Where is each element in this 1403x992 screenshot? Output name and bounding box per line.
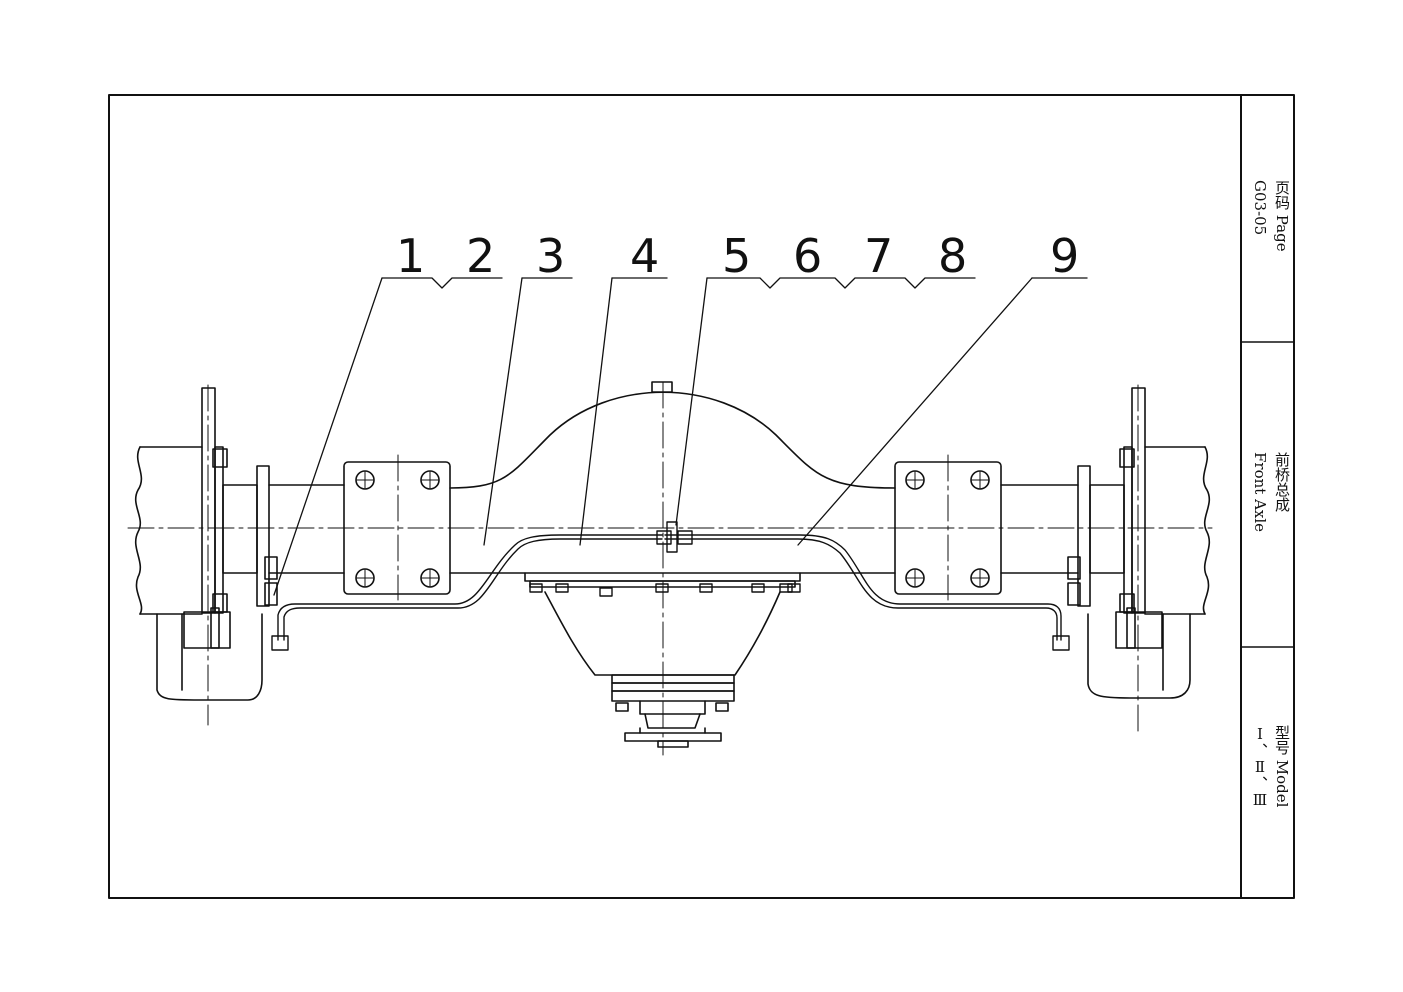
callout-2: 2 [466, 229, 495, 283]
callout-6: 6 [793, 229, 822, 283]
axle-housing [268, 391, 1079, 574]
title-block-name: 前桥总成 Front Axle [1249, 452, 1293, 532]
callout-9: 9 [1050, 229, 1079, 283]
model-value: Ⅰ、Ⅱ、Ⅲ [1251, 725, 1269, 809]
page-label: 页码 Page [1273, 180, 1291, 252]
drawing-name-en: Front Axle [1251, 452, 1269, 533]
title-block-page: 页码 Page G03-05 [1249, 180, 1293, 252]
sheet-border [108, 94, 1295, 899]
spring-seat-right [894, 461, 1002, 595]
callout-7: 7 [864, 229, 893, 283]
drawing-name-cn: 前桥总成 [1273, 452, 1291, 512]
callout-3: 3 [536, 229, 565, 283]
spring-seat-left [343, 461, 451, 595]
callout-8: 8 [938, 229, 967, 283]
brake-line [271, 521, 1070, 651]
callout-4: 4 [630, 229, 659, 283]
left-tire [134, 446, 263, 701]
differential-carrier [524, 572, 801, 748]
title-block-model: 型号 Model Ⅰ、Ⅱ、Ⅲ [1249, 725, 1293, 809]
center-lines [127, 381, 1213, 756]
callout-1: 1 [396, 229, 425, 283]
left-hub-flange [201, 387, 278, 614]
leader-lines [273, 277, 1088, 596]
breather-plug [651, 381, 673, 393]
callout-numbers: 1 2 3 4 5 6 7 8 9 [396, 229, 1079, 283]
page-number: G03-05 [1251, 180, 1269, 236]
right-hub-flange [1067, 387, 1146, 614]
callout-5: 5 [722, 229, 751, 283]
right-tire [1087, 446, 1211, 699]
model-label: 型号 Model [1273, 725, 1291, 808]
